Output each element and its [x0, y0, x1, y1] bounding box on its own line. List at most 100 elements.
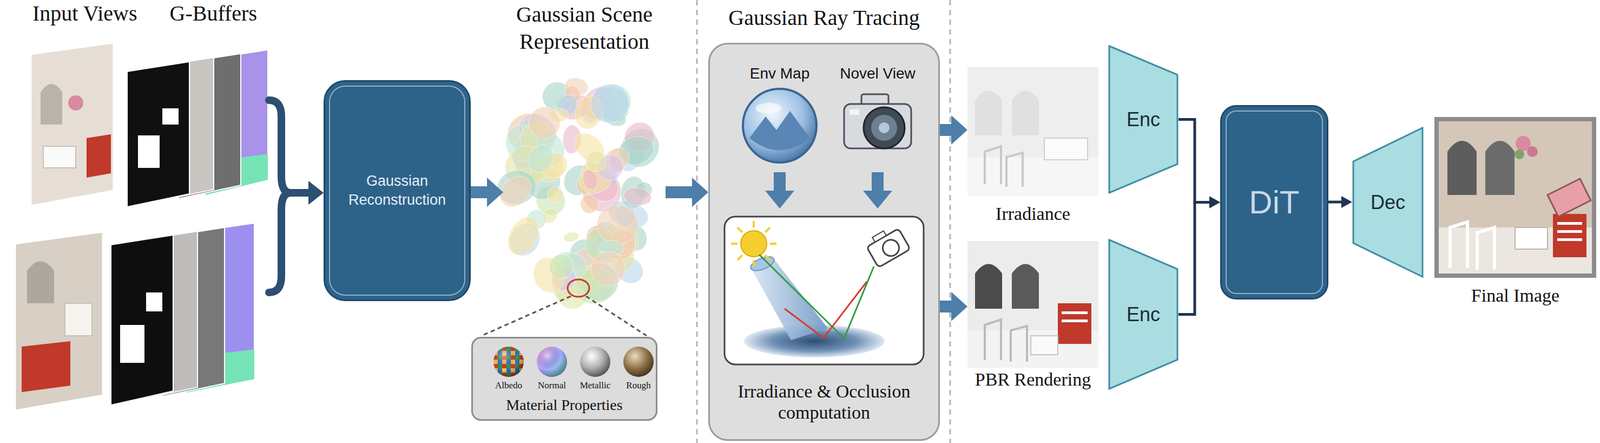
leader-line	[481, 295, 571, 336]
arrow-line	[289, 188, 311, 197]
section-divider	[949, 0, 952, 443]
final-image	[1447, 140, 1477, 195]
final-image	[1557, 221, 1583, 225]
encoder-block-outline	[1109, 239, 1178, 389]
ray-tracing-figure	[866, 228, 911, 268]
material-box-fill	[471, 336, 658, 421]
pbr-image	[967, 240, 1099, 368]
sphere-label: Albedo	[495, 379, 523, 391]
gaussian-splat	[543, 183, 566, 206]
down-arrow	[765, 172, 893, 209]
final-image	[1552, 213, 1587, 258]
gaussian-splat	[544, 249, 579, 284]
final-image	[1436, 119, 1595, 276]
arrow-line	[1328, 200, 1343, 204]
merge-bracket	[268, 100, 291, 193]
material-sphere	[536, 346, 568, 377]
down-arrow	[871, 172, 884, 192]
camera-icon	[844, 103, 912, 149]
panel-fill	[708, 42, 940, 441]
material-sphere	[536, 346, 568, 377]
node-label: Enc	[1126, 108, 1161, 131]
final-image	[1450, 221, 1495, 270]
sphere-label: Normal	[537, 379, 566, 391]
node-label: Irradiance	[995, 202, 1071, 225]
leader-line	[567, 279, 590, 297]
input-photo	[15, 231, 103, 411]
pbr-image	[967, 240, 1099, 368]
gbuffer-stack	[110, 234, 174, 405]
flow-arrow	[289, 180, 324, 205]
section-divider	[696, 0, 699, 443]
irradiance-image	[975, 90, 1003, 136]
node-label: PBR Rendering	[975, 368, 1091, 390]
node-label: Gaussian Ray Tracing	[688, 4, 960, 32]
leader-line	[481, 279, 647, 336]
material-sphere	[493, 346, 524, 377]
ray-tracing-figure	[751, 258, 828, 340]
material-box-fill	[471, 336, 658, 421]
down-arrow	[773, 172, 786, 192]
node-label: Final Image	[1471, 284, 1560, 306]
camera-icon	[871, 114, 898, 141]
env-map-globe	[749, 110, 811, 151]
gbuffer-stack	[110, 49, 268, 405]
input-photo	[30, 42, 114, 206]
irradiance-image	[984, 146, 1023, 187]
node-caption: G-Buffers	[169, 0, 258, 28]
camera-icon	[863, 107, 905, 149]
gaussian-splat	[583, 244, 632, 293]
flow-arrow	[665, 177, 709, 207]
final-image	[1515, 227, 1548, 249]
gbuffer-stack	[137, 135, 160, 168]
irradiance-image	[1011, 90, 1039, 136]
image-node: Final Image	[1436, 119, 1595, 306]
final-image	[1485, 140, 1515, 195]
pbr-image	[1011, 264, 1039, 309]
arrow-line	[1178, 202, 1211, 315]
gaussian-cloud	[494, 75, 668, 314]
gbuffer-stack	[120, 324, 145, 363]
down-arrow	[765, 190, 795, 209]
irradiance-image	[967, 67, 1099, 196]
arrow-head	[1341, 195, 1353, 208]
panel-fill	[708, 42, 940, 441]
irradiance-image	[1044, 137, 1088, 160]
ray-tracing-figure	[724, 216, 924, 365]
ray-tracing-figure	[769, 242, 777, 245]
env-map-globe	[742, 88, 817, 163]
node-label: Input Views	[32, 0, 138, 28]
gbuffer-stack	[162, 108, 179, 125]
env-map-globe	[755, 102, 782, 114]
encoder-block: Enc	[1108, 238, 1179, 390]
material-sphere	[580, 346, 611, 377]
input-photo	[43, 146, 76, 168]
pbr-image	[1061, 311, 1088, 314]
sphere-label: Metallic	[580, 379, 611, 391]
node-label: Enc	[1126, 303, 1161, 326]
gaussian-splat	[501, 211, 546, 261]
input-photo	[27, 261, 55, 304]
input-photo	[64, 303, 92, 336]
arrow-head	[486, 177, 504, 207]
arrow-head	[1209, 196, 1221, 209]
final-image	[1514, 149, 1525, 160]
input-photo	[40, 83, 63, 125]
ray-tracing-figure	[759, 254, 874, 339]
ray-tracing-figure	[765, 227, 770, 233]
image-node: Irradiance	[967, 67, 1099, 225]
material-sphere	[623, 346, 654, 377]
node-label: DiT	[1248, 184, 1300, 221]
sphere-label: Rough	[626, 379, 651, 391]
irradiance-image	[967, 156, 1099, 196]
final-image	[1547, 178, 1591, 217]
section-divider	[696, 0, 951, 443]
arrow-head	[951, 115, 968, 145]
encoder-block-outline	[1109, 45, 1178, 193]
gaussian-splat	[583, 76, 637, 131]
scene-group: Gaussian Scene Representation	[503, 1, 666, 326]
arrow-line	[470, 186, 490, 199]
node-caption: Irradiance & Occlusion computation	[722, 380, 926, 423]
